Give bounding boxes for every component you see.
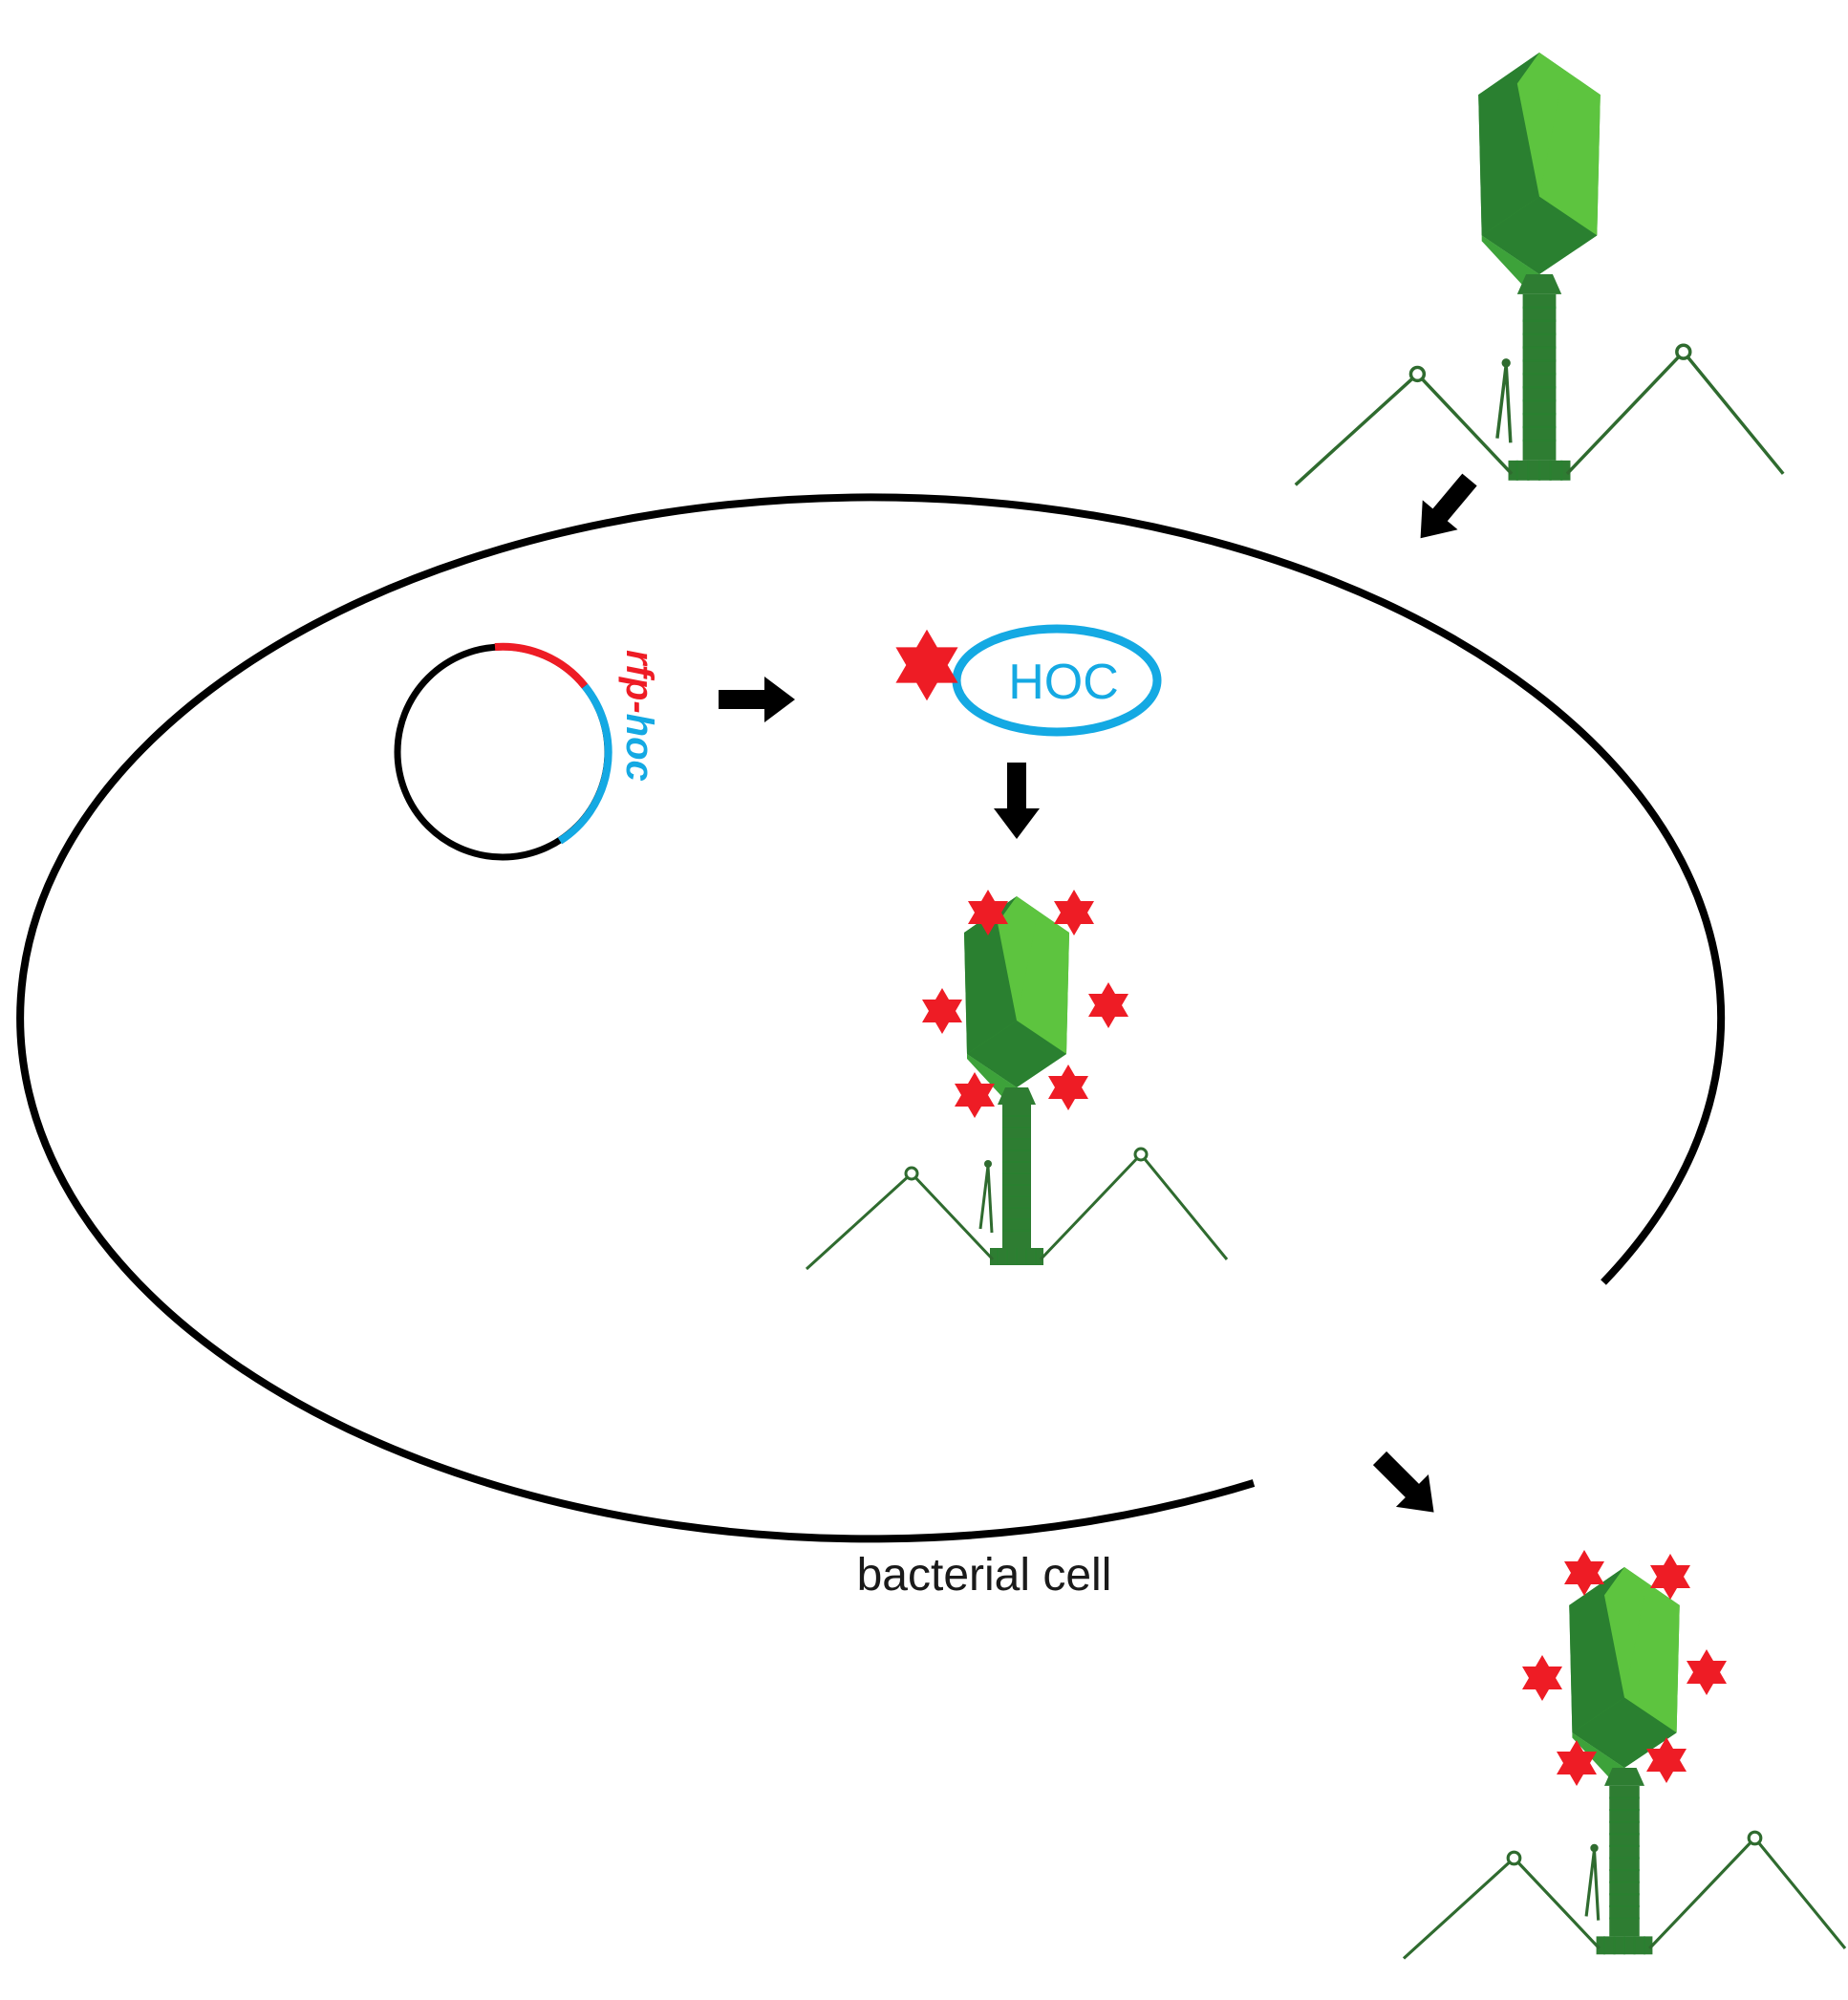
protein-label: HOC: [1008, 655, 1119, 710]
bacterial-cell-membrane: [16, 493, 1726, 1543]
released-decorated-phage-icon: [1402, 1550, 1847, 1961]
gene-label-hoc: hoc: [618, 714, 660, 782]
decorated-phage-icon: [805, 890, 1229, 1271]
gene-label-rfp: rfp: [618, 650, 660, 700]
arrow-icon: [1403, 464, 1488, 553]
rfp-hoc-fusion-icon: HOC: [895, 624, 1162, 737]
arrow-icon: [994, 763, 1040, 839]
infecting-phage-icon: [1294, 51, 1785, 487]
gene-label: rfp-hoc: [618, 650, 660, 782]
gene-label-dash: -: [618, 700, 660, 713]
plasmid-icon: [394, 642, 612, 861]
cell-label: bacterial cell: [857, 1550, 1112, 1601]
arrow-icon: [719, 677, 795, 722]
arrow-icon: [1364, 1442, 1450, 1529]
